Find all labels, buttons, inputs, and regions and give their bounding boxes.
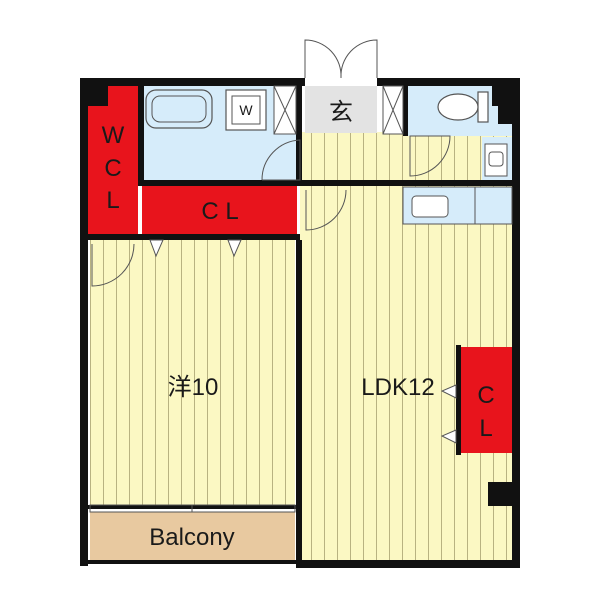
wcl-label-w: W [102,122,125,149]
hall-floor [300,132,512,182]
shelf-mark-right [382,85,404,135]
western-room-label: 洋10 [168,374,219,401]
toilet-icon [437,91,489,123]
cl-right-closet [461,347,512,453]
walls [80,78,520,568]
balcony-area [90,512,295,560]
cl-top-label: C L [201,198,238,225]
washer-label: W [239,102,253,118]
wcl-closet [88,86,138,236]
ldk-label: LDK12 [361,374,434,401]
balcony-label: Balcony [149,524,234,551]
entrance-label: 玄 [329,99,353,126]
western-room-floor [90,240,295,505]
cl-right-label-c: C [477,382,494,409]
kitchen-counter [402,186,513,225]
cl-top-closet [142,186,297,234]
shelf-mark-left [273,85,297,135]
wcl-label-c: C [104,155,121,182]
entrance-door [304,39,378,79]
closet-door-marks [149,239,457,444]
washer-icon [225,89,267,131]
cl-right-label-l: L [479,415,492,442]
interior-doors [91,135,451,287]
balcony-window [89,504,296,513]
wash-basin-icon [484,143,508,177]
entrance-area [305,86,377,133]
bathtub-icon [145,89,213,129]
wcl-label-l: L [106,187,119,214]
